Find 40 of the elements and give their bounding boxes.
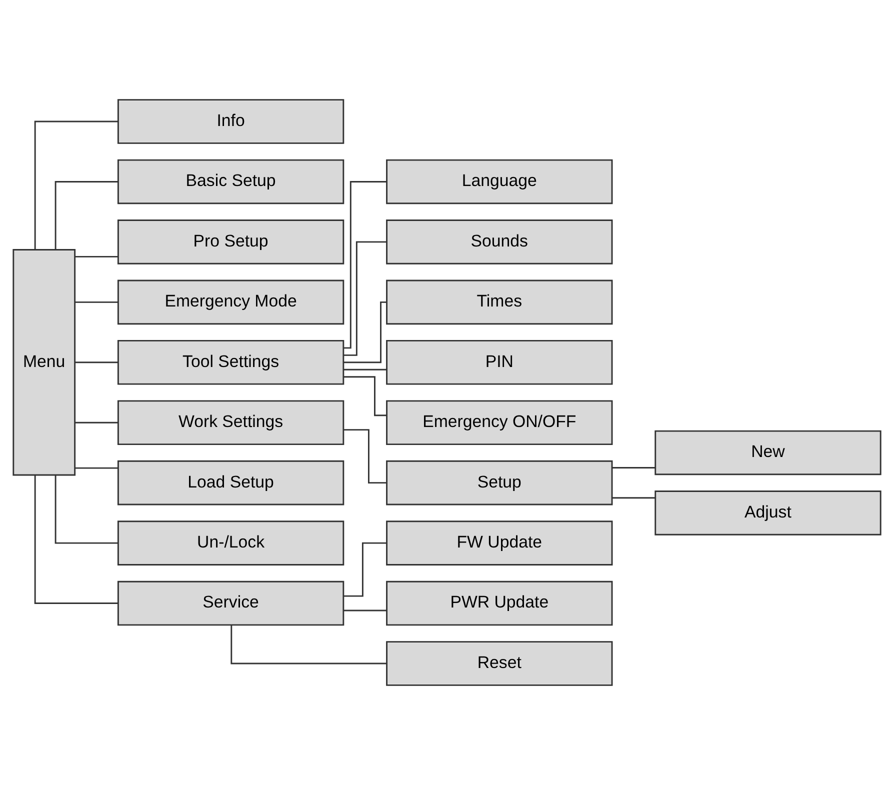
node-box: Load Setup [117,460,344,506]
connector [344,181,387,349]
node-box: PWR Update [386,580,613,626]
node-box: Work Settings [117,400,344,446]
node-box: Info [117,99,344,144]
node-box: Tool Settings [117,340,344,385]
node-box: Emergency Mode [117,280,344,325]
connector [344,429,386,484]
node-box: New [654,430,882,476]
node-box: Un-/Lock [117,520,344,566]
connector [54,181,118,250]
node-box: Times [386,280,613,325]
node-box: Setup [386,460,613,506]
node-box: FW Update [386,520,613,566]
node-box: PIN [386,340,613,385]
connector [74,301,118,303]
node-box: Menu [12,249,76,476]
connector [344,610,386,612]
node-box: Service [117,580,344,626]
node-box: Sounds [386,220,613,264]
connector [34,475,118,604]
node-box: Adjust [654,490,882,536]
connector [344,301,386,364]
connector [34,120,118,250]
connector [74,362,118,364]
node-box: Language [386,159,613,204]
node-box: Emergency ON/OFF [386,400,613,446]
connector [344,368,386,370]
node-box: Pro Setup [117,220,344,264]
connector [344,542,386,597]
connector [230,625,386,664]
connector [74,422,118,424]
node-box: Basic Setup [117,159,344,204]
connector [612,497,656,499]
connector [74,467,118,469]
node-box: Reset [386,641,613,686]
connector [74,256,118,258]
connector [54,475,118,544]
connector [344,241,387,356]
connector [612,467,656,468]
